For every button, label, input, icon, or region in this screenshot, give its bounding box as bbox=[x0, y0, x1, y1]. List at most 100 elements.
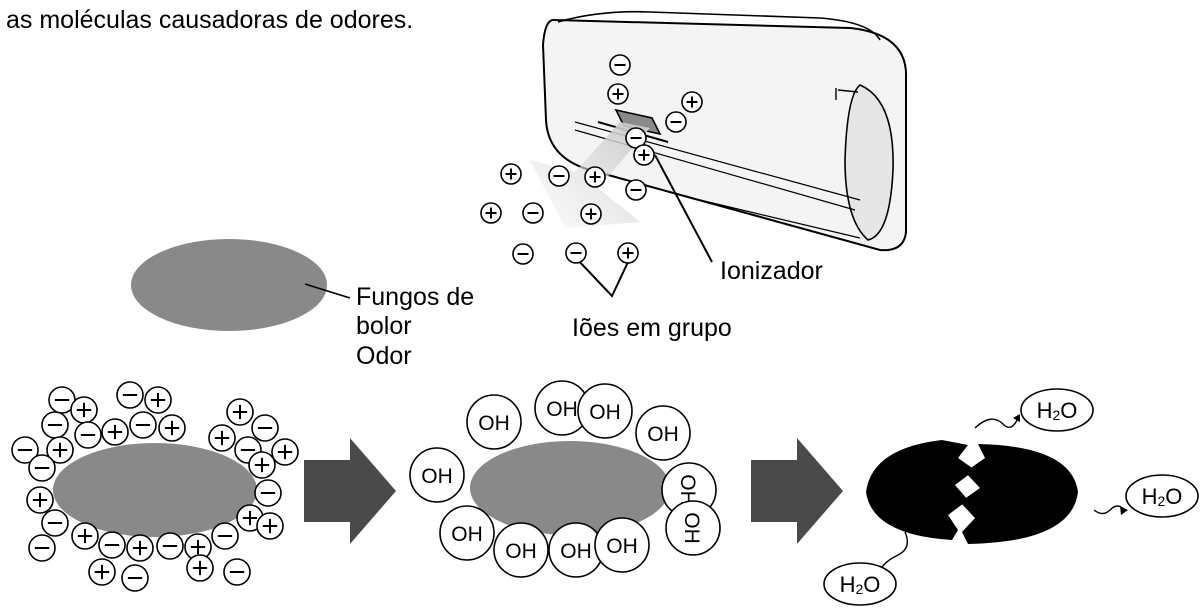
positive-ion-icon bbox=[26, 486, 54, 514]
positive-ion-icon bbox=[480, 202, 502, 224]
positive-ion-icon bbox=[248, 451, 276, 479]
caption-text: as moléculas causadoras de odores. bbox=[6, 6, 413, 34]
ac-top-edge bbox=[557, 10, 881, 41]
hydroxyl-radical-icon: OH bbox=[439, 505, 495, 561]
stage1-ions-group bbox=[11, 381, 299, 592]
broken-particle-left bbox=[866, 440, 975, 540]
hydroxyl-label: OH bbox=[421, 465, 453, 488]
positive-ion-icon bbox=[46, 436, 74, 464]
water-label-right: H2O bbox=[1142, 484, 1183, 509]
stage-ions-surround-particle bbox=[11, 381, 299, 592]
hydroxyl-label: OH bbox=[589, 401, 621, 424]
negative-ion-icon bbox=[116, 381, 144, 409]
negative-ion-icon bbox=[548, 165, 570, 187]
water-arrow-bottom bbox=[879, 531, 908, 571]
negative-ion-icon bbox=[625, 179, 647, 201]
positive-ion-icon bbox=[584, 166, 606, 188]
positive-ion-icon bbox=[71, 522, 99, 550]
negative-ion-icon bbox=[512, 243, 534, 265]
hydroxyl-label: OH bbox=[606, 535, 638, 558]
water-arrow-right bbox=[1093, 505, 1125, 515]
positive-ion-icon bbox=[226, 398, 254, 426]
ac-side-seam bbox=[835, 88, 859, 100]
water-molecule-top: H2O bbox=[1020, 388, 1094, 432]
ac-body bbox=[541, 18, 908, 252]
hydroxyl-radical-icon: OH bbox=[577, 383, 633, 439]
negative-ion-icon bbox=[11, 436, 39, 464]
negative-ion-icon bbox=[251, 414, 279, 442]
hydroxyl-label: OH bbox=[451, 523, 483, 546]
stage-particle-broken: H2O H2O H2O bbox=[823, 388, 1199, 606]
positive-ion-icon bbox=[607, 83, 629, 105]
water-arrow-top bbox=[974, 417, 1019, 429]
ac-front-panel bbox=[844, 84, 894, 241]
positive-ion-icon bbox=[126, 534, 154, 562]
water-molecule-bottom: H2O bbox=[823, 562, 897, 606]
positive-ion-icon bbox=[101, 418, 129, 446]
negative-ion-icon bbox=[223, 558, 251, 586]
hydroxyl-label: OH bbox=[680, 512, 703, 544]
negative-ion-icon bbox=[665, 111, 687, 133]
process-arrow-1 bbox=[304, 438, 396, 544]
hydroxyl-label: OH bbox=[505, 540, 537, 563]
water-arrow-right-head bbox=[1120, 506, 1128, 515]
fungi-leader-line bbox=[304, 283, 351, 299]
negative-ion-icon bbox=[41, 509, 69, 537]
hydroxyl-label: OH bbox=[647, 423, 679, 446]
positive-ion-icon bbox=[681, 91, 703, 113]
negative-ion-icon bbox=[254, 479, 282, 507]
positive-ion-icon bbox=[186, 554, 214, 582]
positive-ion-icon bbox=[271, 438, 299, 466]
hydroxyl-label: OH bbox=[676, 474, 699, 506]
positive-ion-icon bbox=[88, 558, 116, 586]
negative-ion-icon bbox=[74, 421, 102, 449]
negative-ion-icon bbox=[211, 522, 239, 550]
negative-ion-icon bbox=[156, 532, 184, 560]
ionizer-label: Ionizador bbox=[720, 257, 823, 285]
stage2-particle bbox=[470, 441, 670, 535]
positive-ion-icon bbox=[580, 203, 602, 225]
negative-ion-icon bbox=[565, 242, 587, 264]
ions-group-leader-line bbox=[575, 257, 629, 298]
positive-ion-icon bbox=[633, 144, 655, 166]
hydroxyl-label: OH bbox=[546, 398, 578, 421]
hydroxyl-radical-icon: OH bbox=[665, 500, 721, 556]
positive-ion-icon bbox=[158, 414, 186, 442]
hydroxyl-radical-icon: OH bbox=[635, 405, 691, 461]
process-arrow-2 bbox=[751, 438, 843, 544]
negative-ion-icon bbox=[98, 531, 126, 559]
negative-ion-icon bbox=[28, 534, 56, 562]
hydroxyl-radical-icon: OH bbox=[548, 522, 604, 578]
fungi-label-line-2: bolor bbox=[356, 312, 412, 340]
hydroxyl-label: OH bbox=[478, 412, 510, 435]
negative-ion-icon bbox=[28, 454, 56, 482]
water-molecule-right: H2O bbox=[1125, 474, 1199, 518]
hydroxyl-label: OH bbox=[560, 540, 592, 563]
fungi-particle bbox=[131, 239, 327, 331]
stage2-hydroxyl-group: OH OH OH OH OH OH OH OH OH OH OH bbox=[409, 380, 721, 578]
positive-ion-icon bbox=[617, 242, 639, 264]
ions-group-label: Iões em grupo bbox=[572, 314, 732, 342]
positive-ion-icon bbox=[70, 396, 98, 424]
hydroxyl-radical-icon: OH bbox=[466, 394, 522, 450]
hydroxyl-radical-icon: OH bbox=[493, 522, 549, 578]
positive-ion-icon bbox=[208, 424, 236, 452]
fungi-label-line-1: Fungos de bbox=[356, 283, 474, 311]
negative-ion-icon bbox=[522, 202, 544, 224]
broken-particle-right bbox=[960, 444, 1078, 544]
positive-ion-icon bbox=[256, 512, 284, 540]
positive-ion-icon bbox=[500, 163, 522, 185]
negative-ion-icon bbox=[609, 54, 631, 76]
stage1-particle bbox=[53, 443, 257, 537]
air-conditioner-unit bbox=[541, 10, 908, 252]
negative-ion-icon bbox=[121, 564, 149, 592]
free-ions-group bbox=[480, 54, 703, 265]
water-label-top: H2O bbox=[1037, 398, 1078, 423]
stage-hydroxyl-radicals-form: OH OH OH OH OH OH OH OH OH OH OH bbox=[409, 380, 721, 578]
water-label-bottom: H2O bbox=[840, 572, 881, 597]
positive-ion-icon bbox=[144, 386, 172, 414]
hydroxyl-radical-icon: OH bbox=[594, 517, 650, 573]
negative-ion-icon bbox=[129, 411, 157, 439]
